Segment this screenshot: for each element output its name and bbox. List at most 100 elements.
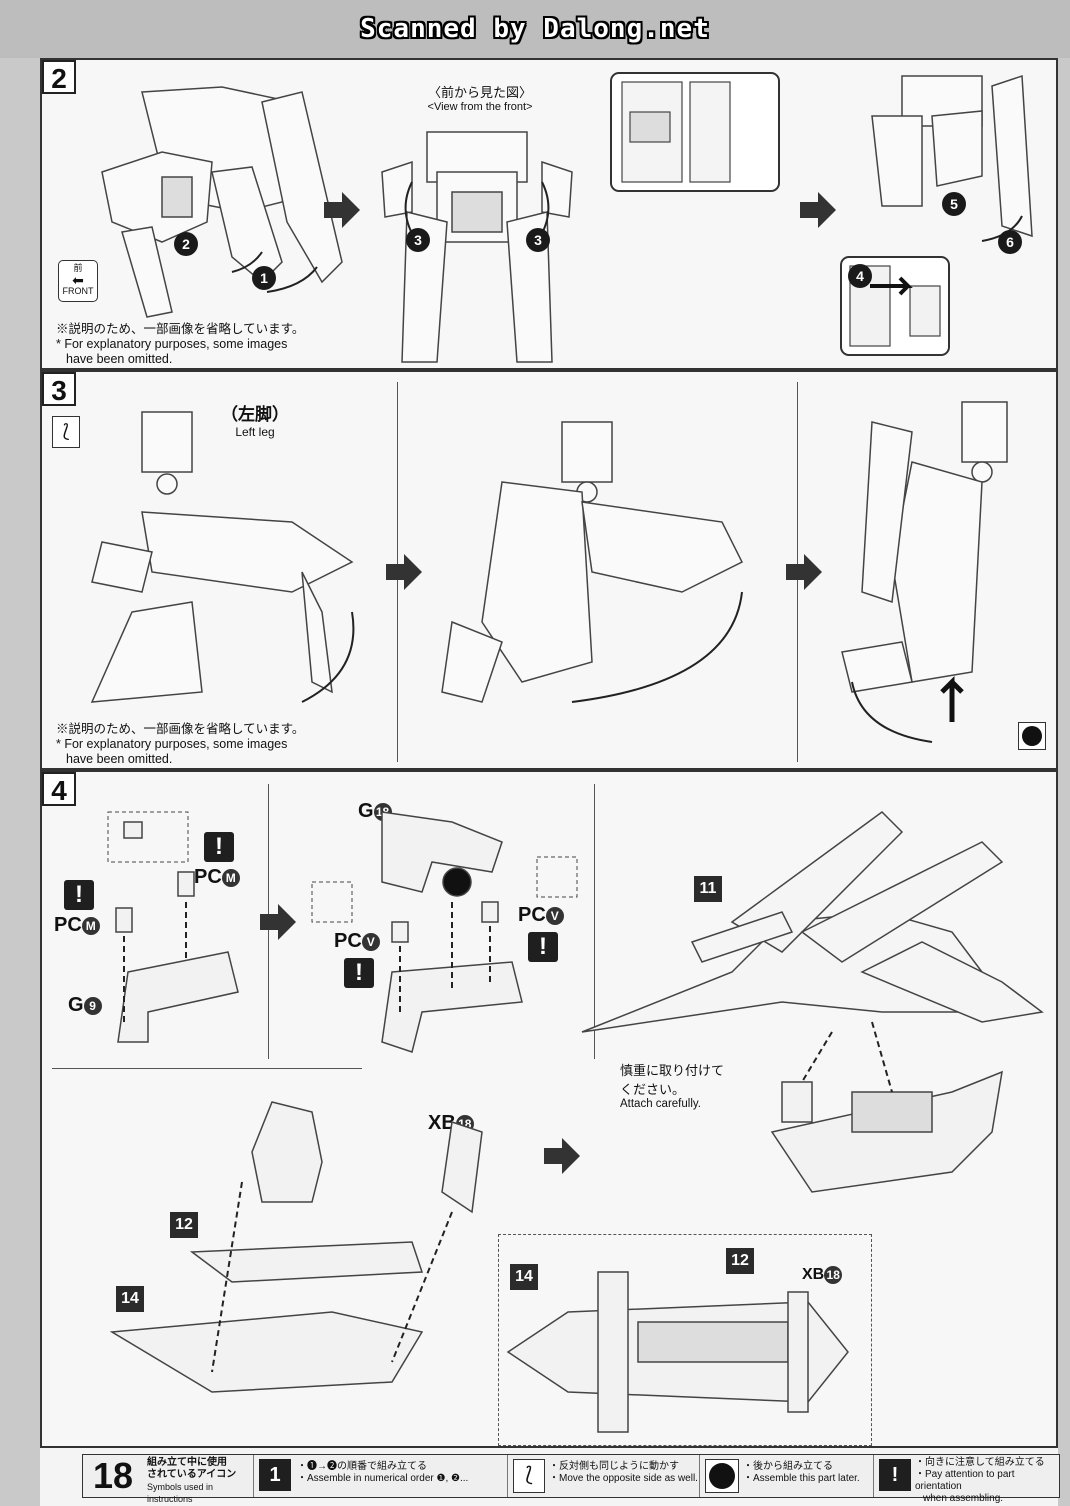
step-3-panel: 3 ⟅ （左脚） Left leg (40, 370, 1058, 770)
step-3-figure-3 (841, 401, 1008, 743)
omission-note: ※説明のため、一部画像を省略しています。 * For explanatory p… (56, 322, 326, 367)
move-both-sides-icon: ⟅ (52, 416, 80, 448)
assemble-later-icon (1018, 722, 1046, 750)
subassembly-12: 12 (170, 1212, 198, 1238)
assemble-later-icon (705, 1459, 739, 1493)
legend-item-2-jp: ・反対側も同じように動かす (549, 1461, 679, 1472)
part-circle-num: M (81, 916, 100, 935)
attach-jp-1: 慎重に取り付けて (620, 1063, 725, 1078)
step-4-weapon-figure (109, 1101, 483, 1393)
legend-item-1: ・❶→❷の順番で組み立てる ・Assemble in numerical ord… (297, 1461, 507, 1503)
subassembly-12: 12 (726, 1248, 754, 1274)
step-2-figure-2 (381, 131, 573, 363)
legend-title-en: Symbols used in instructions (147, 1482, 214, 1504)
callout-3-right: 3 (526, 228, 550, 252)
orientation-warning-icon: ! (879, 1459, 911, 1491)
step-number: 4 (42, 772, 76, 806)
omission-note-jp: ※説明のため、一部画像を省略しています。 (56, 322, 305, 336)
part-circle-num: 18 (824, 1266, 843, 1284)
divider (594, 784, 595, 1059)
legend-item-4: ・向きに注意して組み立てる ・Pay attention to part ori… (915, 1457, 1059, 1504)
legend-title: 組み立て中に使用 されているアイコン Symbols used in instr… (147, 1457, 257, 1504)
scan-header-bar (0, 0, 1070, 58)
legend-title-jp-2: されているアイコン (147, 1469, 237, 1480)
subassembly-14: 14 (510, 1264, 538, 1290)
omission-note-en-2: have been omitted. (66, 352, 173, 366)
divider (699, 1455, 700, 1497)
step-number: 2 (42, 60, 76, 94)
step-4-hull-figure (770, 1021, 1003, 1193)
part-prefix: PC (518, 904, 546, 926)
callout-4: 4 (848, 264, 872, 288)
left-leg-jp: （左脚） (221, 405, 289, 424)
omission-note-en-2: have been omitted. (66, 752, 173, 766)
front-label-en: FRONT (62, 286, 94, 296)
page-number: 18 (92, 1455, 134, 1496)
legend-item-3-en: ・Assemble this part later. (743, 1473, 860, 1484)
part-circle-num: 9 (83, 996, 102, 1015)
legend-title-jp-1: 組み立て中に使用 (147, 1457, 227, 1468)
omission-note-en-1: * For explanatory purposes, some images (56, 337, 288, 351)
next-arrow-icon (786, 554, 822, 590)
callout-1: 1 (252, 266, 276, 290)
legend-item-4-jp: ・向きに注意して組み立てる (915, 1457, 1045, 1468)
legend-item-2: ・反対側も同じように動かす ・Move the opposite side as… (549, 1461, 699, 1503)
left-leg-label: （左脚） Left leg (210, 400, 300, 439)
omission-note-jp: ※説明のため、一部画像を省略しています。 (56, 722, 305, 736)
legend-item-3: ・後から組み立てる ・Assemble this part later. (743, 1461, 873, 1503)
legend-item-1-en: ・Assemble in numerical order ❶, ❷... (297, 1473, 469, 1484)
legend-item-3-jp: ・後から組み立てる (743, 1461, 833, 1472)
part-circle-num: V (545, 906, 564, 925)
part-prefix: G (68, 994, 84, 1016)
part-circle-num: M (221, 868, 240, 887)
step-2-figure-1 (101, 86, 343, 318)
orientation-warning-icon: ! (64, 880, 94, 910)
next-arrow-icon (324, 192, 360, 228)
step-2-figure-3 (871, 74, 1033, 242)
front-direction-icon: 前 ⬅ FRONT (58, 260, 98, 302)
orientation-warning-icon: ! (204, 832, 234, 862)
numbered-step-icon: 1 (259, 1459, 291, 1491)
front-label-jp: 前 (73, 263, 83, 273)
callout-5: 5 (942, 192, 966, 216)
part-prefix: XB (428, 1112, 456, 1134)
omission-note-en-1: * For explanatory purposes, some images (56, 737, 288, 751)
legend-item-2-en: ・Move the opposite side as well. (549, 1473, 698, 1484)
step-4-figure-b (311, 811, 578, 1053)
front-view-label: 〈前から見た図〉 <View from the front> (400, 82, 560, 113)
step-4-aircraft-figure (581, 811, 1044, 1033)
callout-2: 2 (174, 232, 198, 256)
next-arrow-icon (800, 192, 836, 228)
part-prefix: G (358, 800, 374, 822)
callout-6: 6 (998, 230, 1022, 254)
left-arrow-icon: ⬅ (72, 272, 84, 288)
front-view-jp: 〈前から見た図〉 (427, 85, 532, 100)
divider (507, 1455, 508, 1497)
subassembly-14: 14 (116, 1286, 144, 1312)
divider (253, 1455, 254, 1497)
attach-en: Attach carefully. (620, 1098, 701, 1110)
part-prefix: XB (802, 1266, 825, 1284)
subassembly-11: 11 (694, 876, 722, 902)
omission-note: ※説明のため、一部画像を省略しています。 * For explanatory p… (56, 722, 326, 767)
left-leg-en: Left leg (235, 425, 275, 439)
next-arrow-icon (544, 1138, 580, 1174)
front-view-en: <View from the front> (427, 101, 533, 113)
part-prefix: PC (194, 866, 222, 888)
icon-legend-footer: 18 組み立て中に使用 されているアイコン Symbols used in in… (82, 1454, 1060, 1504)
part-prefix: PC (54, 914, 82, 936)
step-3-figure-2 (441, 421, 744, 703)
scan-watermark: Scanned by Dalong.net (360, 14, 710, 44)
next-arrow-icon (386, 554, 422, 590)
legend-item-1-jp: ・❶→❷の順番で組み立てる (297, 1461, 427, 1472)
step-3-figure-1 (90, 411, 355, 703)
next-arrow-icon (260, 904, 296, 940)
orientation-warning-icon: ! (528, 932, 558, 962)
detail-box (498, 1234, 872, 1446)
divider (52, 1068, 362, 1069)
